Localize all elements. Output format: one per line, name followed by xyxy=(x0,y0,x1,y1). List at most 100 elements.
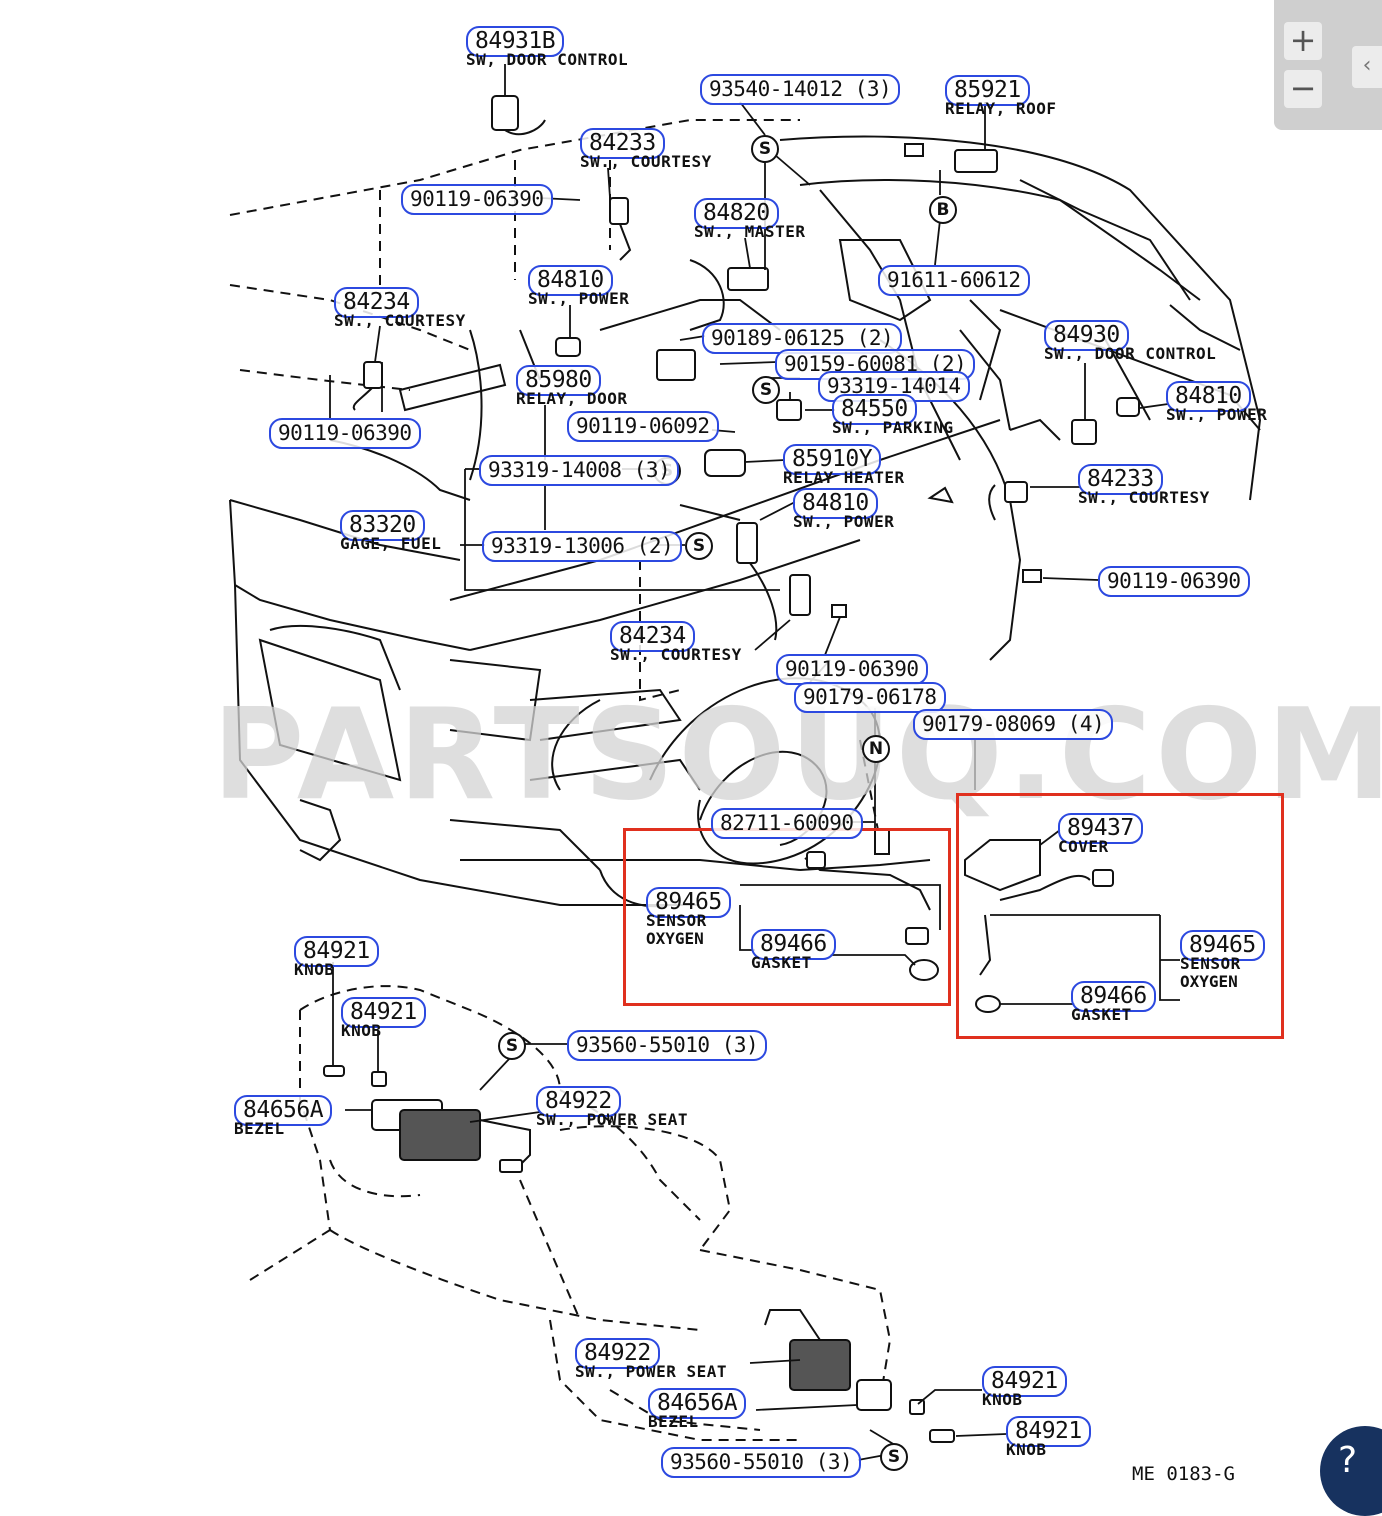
part-number[interactable]: 84234 xyxy=(334,287,419,318)
part-glyphs xyxy=(323,95,1140,1443)
part-description: SENSOR xyxy=(1180,954,1241,973)
part-number[interactable]: 84922 xyxy=(575,1338,660,1369)
part-number[interactable]: 84931B xyxy=(466,26,565,57)
part-description: SW., PARKING xyxy=(832,418,954,437)
part-number[interactable]: 84930 xyxy=(1044,320,1129,351)
part-number[interactable]: 84233 xyxy=(580,128,665,159)
zoom-in-button[interactable]: + xyxy=(1284,22,1322,60)
callout-93560-55010[interactable]: 93560-55010 (3) xyxy=(567,1030,768,1061)
callout-84930[interactable]: 84930 SW., DOOR CONTROL xyxy=(1044,320,1216,363)
part-number[interactable]: 84550 xyxy=(832,394,917,425)
part-description: SW., POWER xyxy=(1166,405,1268,424)
part-number[interactable]: 84656A xyxy=(234,1095,333,1126)
part-description: KNOB xyxy=(341,1021,382,1040)
callout-84921[interactable]: 84921 KNOB xyxy=(1006,1416,1091,1459)
part-number[interactable]: 91611-60612 xyxy=(878,265,1030,296)
part-number[interactable]: 85921 xyxy=(945,75,1030,106)
part-number[interactable]: 89466 xyxy=(751,929,836,960)
callout-84922[interactable]: 84922 SW., POWER SEAT xyxy=(575,1338,727,1381)
callout-84656a[interactable]: 84656A BEZEL xyxy=(648,1388,747,1431)
part-number[interactable]: 90179-08069 (4) xyxy=(913,709,1114,740)
highlight-frame xyxy=(956,793,1284,1039)
callout-84234[interactable]: 84234 SW., COURTESY xyxy=(610,621,742,664)
part-number[interactable]: 90119-06390 xyxy=(401,184,553,215)
callout-84921[interactable]: 84921 KNOB xyxy=(982,1366,1067,1409)
part-number[interactable]: 85980 xyxy=(516,365,601,396)
part-number[interactable]: 83320 xyxy=(340,510,425,541)
callout-89437[interactable]: 89437 COVER xyxy=(1058,813,1143,856)
part-number[interactable]: 84656A xyxy=(648,1388,747,1419)
part-number[interactable]: 84921 xyxy=(341,997,426,1028)
part-number[interactable]: 90119-06390 xyxy=(269,418,421,449)
part-number[interactable]: 89465 xyxy=(1180,930,1265,961)
part-number[interactable]: 89437 xyxy=(1058,813,1143,844)
callout-93319-14008[interactable]: 93319-14008 (3) xyxy=(479,455,680,486)
collapse-panel-button[interactable]: ‹ xyxy=(1352,46,1382,88)
part-number[interactable]: 90119-06390 xyxy=(1098,566,1250,597)
part-number[interactable]: 93540-14012 (3) xyxy=(700,74,901,105)
callout-90119-06390[interactable]: 90119-06390 xyxy=(269,418,421,449)
callout-91611-60612[interactable]: 91611-60612 xyxy=(878,265,1030,296)
part-description-line2: OXYGEN xyxy=(646,929,704,948)
part-number[interactable]: 84810 xyxy=(793,488,878,519)
callout-93540-14012[interactable]: 93540-14012 (3) xyxy=(700,74,901,105)
callout-84810[interactable]: 84810 SW., POWER xyxy=(793,488,894,531)
callout-82711-60090[interactable]: 82711-60090 xyxy=(711,808,863,839)
callout-90119-06390[interactable]: 90119-06390 xyxy=(401,184,553,215)
part-number[interactable]: 89465 xyxy=(646,887,731,918)
watermark: PARTSOUQ.COM xyxy=(212,681,1382,828)
callout-89466[interactable]: 89466 GASKET xyxy=(1071,981,1156,1024)
part-number[interactable]: 84233 xyxy=(1078,464,1163,495)
callout-84931b[interactable]: 84931B SW, DOOR CONTROL xyxy=(466,26,628,69)
part-description: RELAY HEATER xyxy=(783,468,905,487)
callout-84656a[interactable]: 84656A BEZEL xyxy=(234,1095,333,1138)
callout-84233[interactable]: 84233 SW., COURTESY xyxy=(1078,464,1210,507)
callout-84810[interactable]: 84810 SW., POWER xyxy=(1166,381,1267,424)
callout-90179-06178[interactable]: 90179-06178 xyxy=(794,682,946,713)
callout-84234[interactable]: 84234 SW., COURTESY xyxy=(334,287,466,330)
part-number[interactable]: 90119-06092 xyxy=(567,411,719,442)
part-number[interactable]: 84810 xyxy=(1166,381,1251,412)
part-number[interactable]: 84810 xyxy=(528,265,613,296)
part-number[interactable]: 90119-06390 xyxy=(776,654,928,685)
callout-84233[interactable]: 84233 SW., COURTESY xyxy=(580,128,712,171)
part-number[interactable]: 84820 xyxy=(694,198,779,229)
part-number[interactable]: 84921 xyxy=(982,1366,1067,1397)
part-number[interactable]: 93319-13006 (2) xyxy=(482,531,683,562)
callout-89466[interactable]: 89466 GASKET xyxy=(751,929,836,972)
callout-90119-06092[interactable]: 90119-06092 xyxy=(567,411,719,442)
part-description: KNOB xyxy=(294,960,335,979)
zoom-out-button[interactable]: − xyxy=(1284,70,1322,108)
callout-85910y[interactable]: 85910Y RELAY HEATER xyxy=(783,444,905,487)
callout-85921[interactable]: 85921 RELAY, ROOF xyxy=(945,75,1056,118)
part-number[interactable]: 84234 xyxy=(610,621,695,652)
part-description: BEZEL xyxy=(234,1119,285,1138)
callout-83320[interactable]: 83320 GAGE, FUEL xyxy=(340,510,441,553)
callout-84810[interactable]: 84810 SW., POWER xyxy=(528,265,629,308)
callout-85980[interactable]: 85980 RELAY, DOOR xyxy=(516,365,627,408)
callout-84921[interactable]: 84921 KNOB xyxy=(294,936,379,979)
part-number[interactable]: 85910Y xyxy=(783,444,882,475)
callout-84921[interactable]: 84921 KNOB xyxy=(341,997,426,1040)
part-number[interactable]: 84921 xyxy=(1006,1416,1091,1447)
part-number[interactable]: 90179-06178 xyxy=(794,682,946,713)
part-number[interactable]: 93560-55010 (3) xyxy=(567,1030,768,1061)
callout-84550[interactable]: 84550 SW., PARKING xyxy=(832,394,954,437)
part-number[interactable]: 93560-55010 (3) xyxy=(661,1447,862,1478)
part-number[interactable]: 82711-60090 xyxy=(711,808,863,839)
part-number[interactable]: 84921 xyxy=(294,936,379,967)
part-description: BEZEL xyxy=(648,1412,699,1431)
part-number[interactable]: 89466 xyxy=(1071,981,1156,1012)
part-number[interactable]: 84922 xyxy=(536,1086,621,1117)
part-description: KNOB xyxy=(982,1390,1023,1409)
callout-93319-13006[interactable]: 93319-13006 (2) xyxy=(482,531,683,562)
part-number[interactable]: 93319-14008 (3) xyxy=(479,455,680,486)
callout-93560-55010[interactable]: 93560-55010 (3) xyxy=(661,1447,862,1478)
callout-84820[interactable]: 84820 SW., MASTER xyxy=(694,198,805,241)
callout-89465[interactable]: 89465 SENSOR OXYGEN xyxy=(646,887,731,948)
callout-89465[interactable]: 89465 SENSOR OXYGEN xyxy=(1180,930,1265,991)
callout-90179-08069[interactable]: 90179-08069 (4) xyxy=(913,709,1114,740)
callout-84922[interactable]: 84922 SW., POWER SEAT xyxy=(536,1086,688,1129)
callout-90119-06390[interactable]: 90119-06390 xyxy=(1098,566,1250,597)
callout-90119-06390[interactable]: 90119-06390 xyxy=(776,654,928,685)
